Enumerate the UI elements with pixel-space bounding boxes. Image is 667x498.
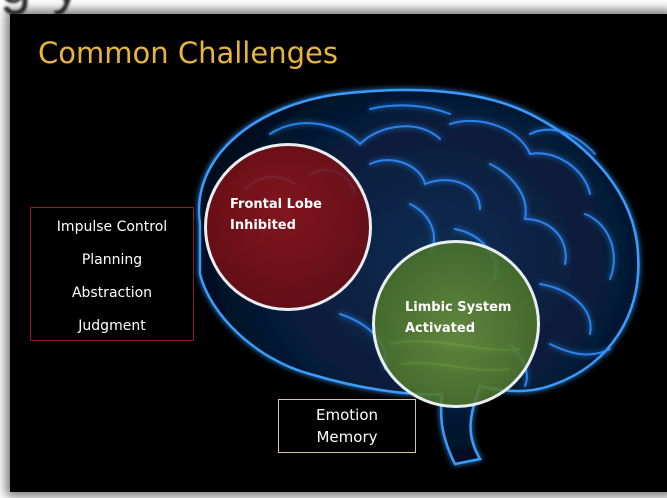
limbic-system-line1: Limbic System [405,300,512,315]
limbic-system-line2: Activated [405,321,476,336]
limbic-system-circle: Limbic System Activated [372,240,540,408]
frontal-lobe-line2: Inhibited [230,218,296,233]
frontal-lobe-circle: Frontal Lobe Inhibited [204,143,372,311]
skill-item: Impulse Control [56,219,168,235]
cropped-heading-text: g y [0,0,84,16]
cropped-heading-fragment: g y [0,0,667,20]
emotion-memory-box: Emotion Memory [278,399,416,453]
skill-item: Planning [81,252,143,268]
slide: Common Challenges Frontal Lobe Inhibited… [10,14,667,492]
limbic-system-label: Limbic System Activated [405,297,511,339]
executive-skills-box: Impulse Control Planning Abstraction Jud… [30,207,194,341]
memory-label: Memory [316,428,378,446]
skill-item: Judgment [78,318,146,334]
executive-skills-list: Impulse Control Planning Abstraction Jud… [31,212,193,342]
slide-title: Common Challenges [38,36,338,70]
frontal-lobe-label: Frontal Lobe Inhibited [230,194,322,236]
frontal-lobe-line1: Frontal Lobe [230,197,322,212]
skill-item: Abstraction [71,285,153,301]
emotion-label: Emotion [316,406,378,424]
